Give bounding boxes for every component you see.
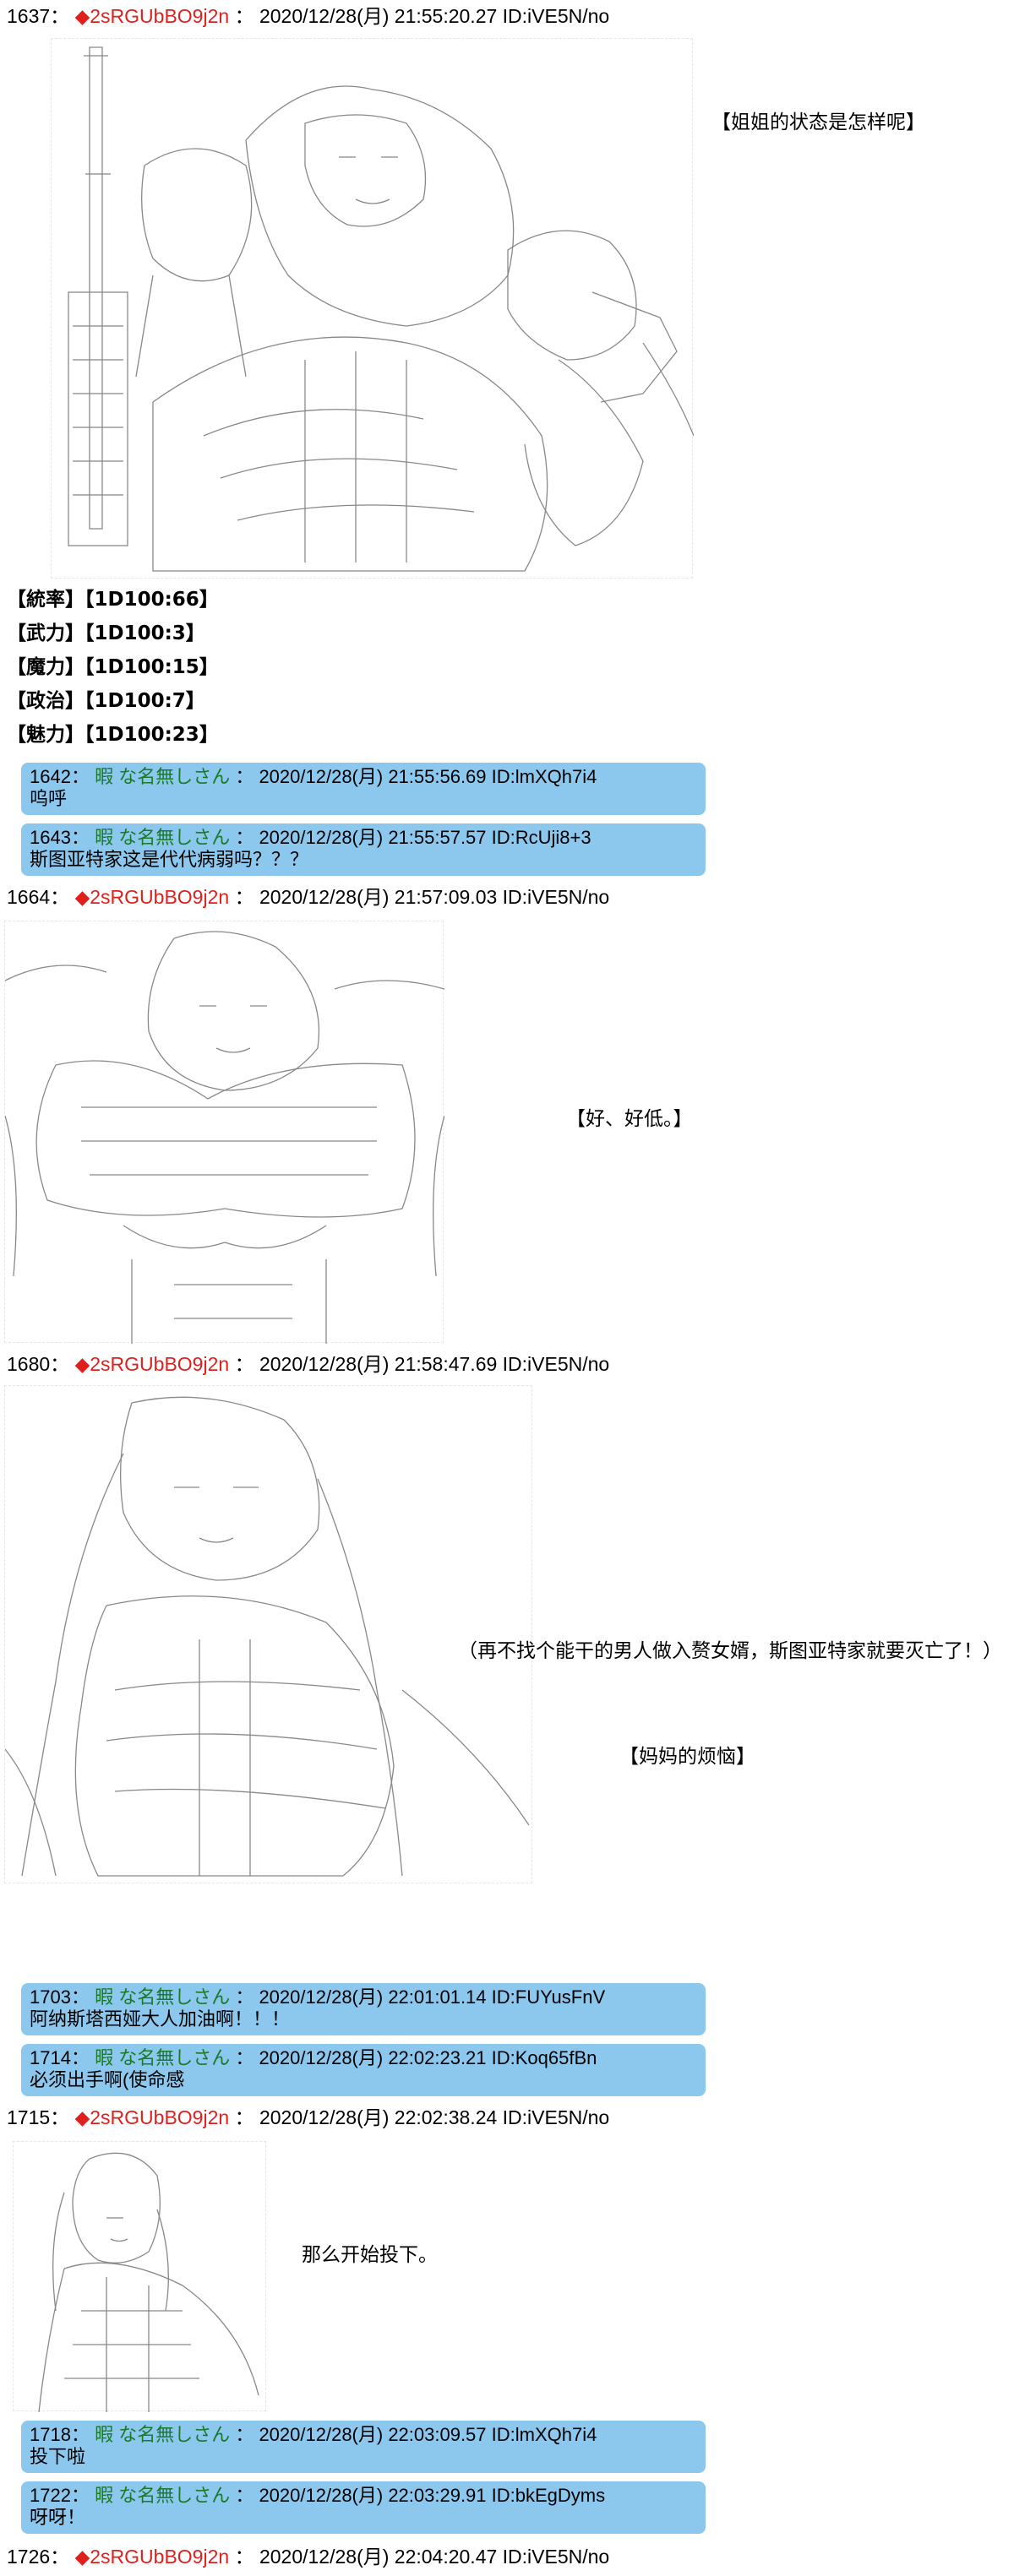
post-header: 1715： ◆2sRGUbBO9j2n ： 2020/12/28(月) 22:0… [7, 2105, 609, 2130]
reply-number: 1714： [30, 2047, 90, 2068]
reply-body: 呀呀！ [30, 2507, 86, 2528]
post-header: 1680： ◆2sRGUbBO9j2n ： 2020/12/28(月) 21:5… [7, 1351, 609, 1377]
speech-caption: 【姐姐的状态是怎样呢】 [711, 111, 925, 133]
post-number: 1664： [7, 886, 70, 908]
reply-number: 1643： [30, 827, 90, 848]
reply-meta: ： 2020/12/28(月) 21:55:57.57 ID:RcUji8+3 [235, 827, 592, 848]
post-meta: ： 2020/12/28(月) 22:02:38.24 ID:iVE5N/no [234, 2106, 610, 2128]
reply-body: 呜呼 [30, 788, 68, 809]
poster-trip: ◆2sRGUbBO9j2n [74, 5, 230, 27]
reply-bubble: 1642： 暇 な名無しさん ： 2020/12/28(月) 21:55:56.… [21, 763, 706, 815]
reply-meta: ： 2020/12/28(月) 21:55:56.69 ID:lmXQh7i4 [235, 766, 597, 787]
reply-name: 暇 な名無しさん [95, 2047, 231, 2068]
reply-bubble: 1718： 暇 な名無しさん ： 2020/12/28(月) 22:03:09.… [21, 2421, 706, 2473]
post-meta: ： 2020/12/28(月) 22:04:20.47 ID:iVE5N/no [234, 2546, 610, 2568]
stat-line: 【魔力】【1D100:15】 [7, 656, 219, 678]
stat-line: 【統率】【1D100:66】 [7, 589, 219, 611]
post-number: 1637： [7, 5, 70, 27]
post-number: 1726： [7, 2546, 70, 2568]
post-number: 1680： [7, 1353, 70, 1375]
reply-name: 暇 な名無しさん [95, 2424, 231, 2445]
post-meta: ： 2020/12/28(月) 21:58:47.69 ID:iVE5N/no [234, 1353, 610, 1375]
stat-line: 【魅力】【1D100:23】 [7, 724, 219, 746]
post-header: 1726： ◆2sRGUbBO9j2n ： 2020/12/28(月) 22:0… [7, 2544, 609, 2569]
reply-body: 斯图亚特家这是代代病弱吗？？？ [30, 849, 309, 870]
stat-line: 【武力】【1D100:3】 [7, 622, 205, 644]
ascii-art-mother [4, 1385, 532, 1883]
reply-name: 暇 な名無しさん [95, 766, 231, 787]
reply-meta: ： 2020/12/28(月) 22:03:09.57 ID:lmXQh7i4 [235, 2424, 597, 2445]
stat-line: 【政治】【1D100:7】 [7, 690, 205, 712]
poster-trip: ◆2sRGUbBO9j2n [74, 886, 230, 908]
reply-body: 投下啦 [30, 2446, 86, 2467]
reply-name: 暇 な名無しさん [95, 1986, 231, 2008]
poster-trip: ◆2sRGUbBO9j2n [74, 1353, 230, 1375]
post-meta: ： 2020/12/28(月) 21:57:09.03 ID:iVE5N/no [234, 886, 610, 908]
reply-name: 暇 な名無しさん [95, 2485, 231, 2506]
post-number: 1715： [7, 2106, 70, 2128]
speech-caption: 【好、好低。】 [566, 1108, 693, 1130]
reply-number: 1703： [30, 1986, 90, 2008]
post-header: 1637： ◆2sRGUbBO9j2n ： 2020/12/28(月) 21:5… [7, 3, 609, 29]
speech-caption: 那么开始投下。 [302, 2244, 438, 2266]
ascii-art-sister-low [4, 921, 444, 1344]
post-meta: ： 2020/12/28(月) 21:55:20.27 ID:iVE5N/no [234, 5, 610, 27]
reply-number: 1722： [30, 2485, 90, 2506]
speech-caption: （再不找个能干的男人做入赘女婿，斯图亚特家就要灭亡了！） [458, 1640, 1002, 1662]
reply-meta: ： 2020/12/28(月) 22:01:01.14 ID:FUYusFnV [235, 1986, 606, 2008]
ascii-art-figure-side [13, 2141, 266, 2412]
reply-number: 1642： [30, 766, 90, 787]
poster-trip: ◆2sRGUbBO9j2n [74, 2546, 230, 2568]
poster-trip: ◆2sRGUbBO9j2n [74, 2106, 230, 2128]
reply-bubble: 1703： 暇 な名無しさん ： 2020/12/28(月) 22:01:01.… [21, 1983, 706, 2035]
reply-meta: ： 2020/12/28(月) 22:02:23.21 ID:Koq65fBn [235, 2047, 597, 2068]
speech-caption: 【妈妈的烦恼】 [619, 1746, 755, 1768]
post-header: 1664： ◆2sRGUbBO9j2n ： 2020/12/28(月) 21:5… [7, 884, 609, 910]
reply-number: 1718： [30, 2424, 90, 2445]
reply-bubble: 1643： 暇 な名無しさん ： 2020/12/28(月) 21:55:57.… [21, 823, 706, 876]
reply-body: 阿纳斯塔西娅大人加油啊！！！ [30, 2008, 291, 2030]
reply-name: 暇 な名無しさん [95, 827, 231, 848]
reply-meta: ： 2020/12/28(月) 22:03:29.91 ID:bkEgDyms [235, 2485, 606, 2506]
reply-bubble: 1722： 暇 な名無しさん ： 2020/12/28(月) 22:03:29.… [21, 2481, 706, 2534]
reply-body: 必须出手啊(使命感 [30, 2069, 185, 2090]
reply-bubble: 1714： 暇 な名無しさん ： 2020/12/28(月) 22:02:23.… [21, 2044, 706, 2096]
ascii-art-sisters [51, 38, 694, 579]
